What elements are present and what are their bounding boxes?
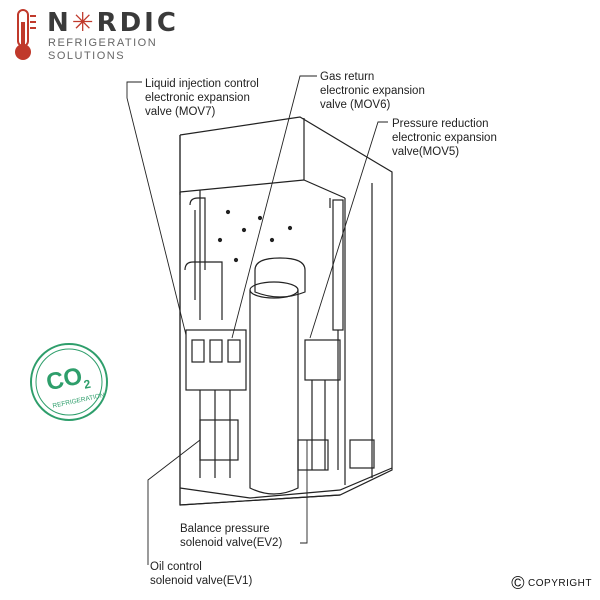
callout-ev1-line2: solenoid valve(EV1) bbox=[150, 575, 253, 587]
callout-mov7-line2: electronic expansion bbox=[145, 92, 250, 104]
callout-mov5: Pressure reduction electronic expansion … bbox=[392, 117, 497, 159]
copyright-notice: © COPYRIGHT bbox=[511, 574, 592, 592]
callout-mov5-line1: Pressure reduction bbox=[392, 118, 489, 130]
callout-mov5-line2: electronic expansion bbox=[392, 132, 497, 144]
copyright-icon: © bbox=[511, 573, 526, 593]
thermometer-icon bbox=[15, 9, 36, 60]
callout-ev2-line2: solenoid valve(EV2) bbox=[180, 537, 283, 549]
callout-mov6-line2: electronic expansion bbox=[320, 85, 425, 97]
callout-ev2: Balance pressure solenoid valve(EV2) bbox=[180, 522, 282, 550]
brand-logo: N✳RDIC REFRIGERATION SOLUTIONS bbox=[0, 0, 200, 70]
callout-mov7-line1: Liquid injection control bbox=[145, 78, 259, 90]
brand-subtitle-1: REFRIGERATION bbox=[48, 37, 158, 49]
callout-mov6: Gas return electronic expansion valve (M… bbox=[320, 70, 425, 112]
callout-mov6-line3: valve (MOV6) bbox=[320, 99, 391, 111]
snowflake-icon: ✳ bbox=[71, 8, 97, 38]
callout-ev2-line1: Balance pressure bbox=[180, 523, 270, 535]
brand-name-n: N bbox=[47, 8, 72, 38]
leader-mov5 bbox=[309, 121, 388, 339]
brand-name: N✳RDIC bbox=[47, 8, 179, 38]
callout-ev1-line1: Oil control bbox=[150, 561, 202, 573]
callout-mov7: Liquid injection control electronic expa… bbox=[145, 77, 259, 119]
leader-mov6 bbox=[231, 75, 317, 339]
callout-ev1: Oil control solenoid valve(EV1) bbox=[150, 560, 252, 588]
leader-mov7 bbox=[126, 81, 187, 336]
callout-mov7-line3: valve (MOV7) bbox=[145, 106, 216, 118]
brand-subtitle-2: SOLUTIONS bbox=[48, 50, 126, 62]
brand-name-rest: RDIC bbox=[96, 8, 179, 38]
leader-ev1 bbox=[147, 439, 201, 565]
co2-badge: CO 2 REFRIGERATION bbox=[30, 343, 108, 421]
callout-mov6-line1: Gas return bbox=[320, 71, 375, 83]
leader-ev2 bbox=[300, 440, 308, 544]
copyright-text: COPYRIGHT bbox=[528, 577, 592, 589]
callout-mov5-line3: valve(MOV5) bbox=[392, 146, 460, 158]
co2-badge-subscript: 2 bbox=[82, 377, 92, 392]
